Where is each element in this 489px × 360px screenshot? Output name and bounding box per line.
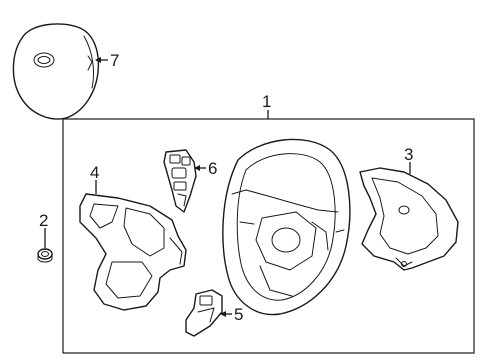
- control-switch[interactable]: [163, 149, 197, 213]
- rear-cover[interactable]: [359, 167, 459, 271]
- airbag-module[interactable]: [12, 23, 100, 120]
- callout-6: 6: [208, 159, 217, 178]
- arrow-7: [95, 57, 101, 63]
- arrow-6: [194, 165, 200, 171]
- callout-1: 1: [262, 92, 271, 111]
- callout-2: 2: [39, 211, 48, 230]
- steering-wheel[interactable]: [222, 138, 351, 316]
- arrow-5: [220, 311, 226, 317]
- callout-3: 3: [404, 145, 413, 164]
- callout-5: 5: [234, 305, 243, 324]
- mounting-bolt[interactable]: [37, 248, 53, 263]
- callout-7: 7: [110, 51, 119, 70]
- callout-4: 4: [90, 163, 99, 182]
- lower-switch[interactable]: [185, 289, 223, 337]
- trim-bezel[interactable]: [79, 193, 187, 311]
